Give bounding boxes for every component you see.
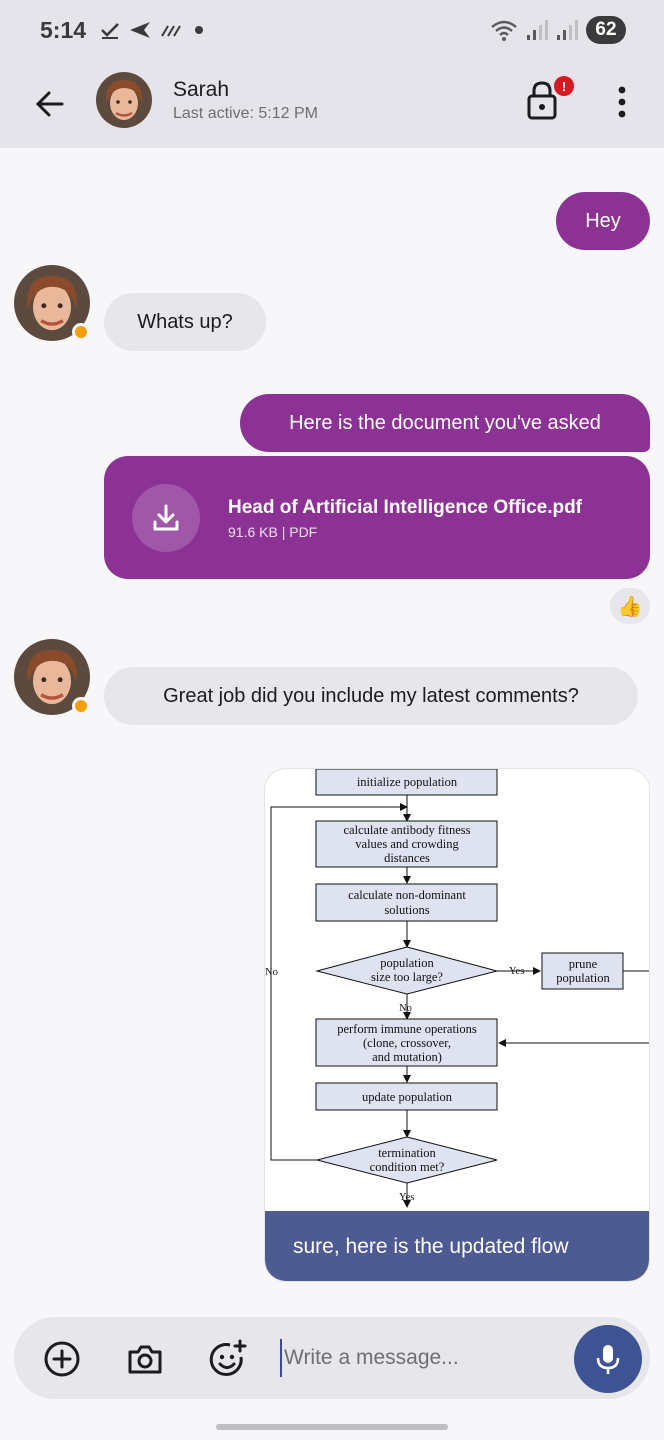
contact-avatar[interactable] — [96, 72, 152, 128]
voice-record-button[interactable] — [574, 1325, 642, 1393]
check-notification-icon — [101, 23, 119, 39]
flow-label-no: No — [265, 967, 278, 978]
status-time: 5:14 — [40, 17, 87, 43]
incoming-message[interactable]: Whats up? — [104, 293, 266, 351]
contact-name[interactable]: Sarah — [173, 78, 230, 101]
flow-label-no: No — [399, 1003, 412, 1014]
status-bar: 5:14 62 — [0, 0, 664, 62]
file-name: Head of Artificial Intelligence Office.p… — [228, 497, 583, 518]
flow-node-nondominant: solutions — [384, 903, 429, 917]
add-circle-icon[interactable] — [42, 1339, 82, 1379]
outgoing-message[interactable]: Hey — [556, 192, 650, 250]
flow-node-termination: condition met? — [370, 1160, 445, 1174]
chat-header: Sarah Last active: 5:12 PM ! — [0, 62, 664, 148]
flow-node-fitness: calculate antibody fitness — [343, 823, 470, 837]
online-status-dot — [72, 697, 90, 715]
flow-label-yes: Yes — [509, 966, 524, 977]
flow-node-nondominant: calculate non-dominant — [348, 888, 466, 902]
cell-signal-2-icon — [557, 20, 578, 40]
cell-signal-icon — [527, 20, 548, 40]
image-message[interactable]: initialize population calculate antibody… — [264, 768, 650, 1282]
wifi-icon — [491, 20, 517, 41]
message-text: Hey — [585, 209, 621, 232]
flow-node-immune-ops: and mutation) — [372, 1050, 442, 1064]
outgoing-message[interactable]: Here is the document you've asked — [240, 394, 650, 452]
flow-node-population-size: size too large? — [371, 970, 443, 984]
back-arrow-icon[interactable] — [30, 84, 70, 124]
sender-avatar[interactable] — [14, 265, 90, 341]
file-attachment-message[interactable]: Head of Artificial Intelligence Office.p… — [104, 456, 650, 579]
lock-icon[interactable] — [522, 78, 562, 122]
flow-node-update: update population — [362, 1090, 453, 1104]
send-notification-icon — [130, 22, 150, 38]
flow-node-prune: prune — [569, 957, 598, 971]
download-icon — [153, 504, 179, 531]
camera-icon[interactable] — [125, 1339, 165, 1379]
flow-label-yes: Yes — [399, 1192, 414, 1203]
download-button[interactable] — [132, 484, 200, 552]
flow-node-initialize: initialize population — [357, 775, 458, 789]
file-meta: 91.6 KB | PDF — [228, 524, 318, 540]
microphone-icon — [596, 1345, 620, 1374]
message-composer — [14, 1317, 650, 1399]
thumbs-up-icon: 👍 — [617, 595, 643, 618]
thumbs-up-reaction[interactable]: 👍 — [610, 588, 650, 624]
image-caption: sure, here is the updated flow — [265, 1211, 649, 1281]
message-text: Great job did you include my latest comm… — [163, 684, 579, 707]
message-text: Here is the document you've asked — [289, 411, 601, 434]
flow-node-population-size: population — [380, 956, 434, 970]
online-status-dot — [72, 323, 90, 341]
message-input[interactable] — [280, 1339, 560, 1377]
message-text: Whats up? — [137, 310, 233, 333]
signal-notification-icon — [161, 25, 181, 37]
flow-node-fitness: distances — [384, 851, 430, 865]
flow-node-immune-ops: perform immune operations — [337, 1022, 477, 1036]
more-vertical-icon[interactable] — [608, 82, 636, 122]
last-active-status: Last active: 5:12 PM — [173, 105, 318, 122]
flow-node-prune: population — [556, 971, 610, 985]
alert-badge: ! — [554, 76, 574, 96]
emoji-add-icon[interactable] — [208, 1339, 248, 1379]
home-indicator[interactable] — [216, 1424, 448, 1430]
flow-node-termination: termination — [378, 1146, 436, 1160]
battery-indicator: 62 — [586, 16, 626, 44]
flowchart-image: initialize population calculate antibody… — [265, 769, 649, 1208]
incoming-message[interactable]: Great job did you include my latest comm… — [104, 667, 638, 725]
system-icons: 62 — [490, 16, 626, 44]
flow-node-fitness: values and crowding — [355, 837, 459, 851]
notification-icons — [100, 20, 208, 40]
dot-notification-icon — [195, 26, 203, 34]
flow-node-immune-ops: (clone, crossover, — [363, 1036, 451, 1050]
